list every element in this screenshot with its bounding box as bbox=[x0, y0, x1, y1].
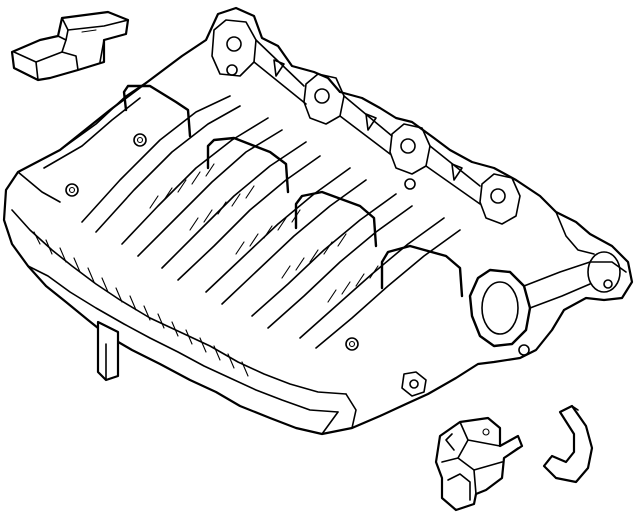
solenoid-valve bbox=[434, 416, 524, 512]
port-boss-4 bbox=[479, 173, 521, 225]
sensor-bracket bbox=[10, 10, 130, 82]
intake-manifold bbox=[2, 6, 634, 436]
vacuum-hose bbox=[542, 404, 594, 484]
